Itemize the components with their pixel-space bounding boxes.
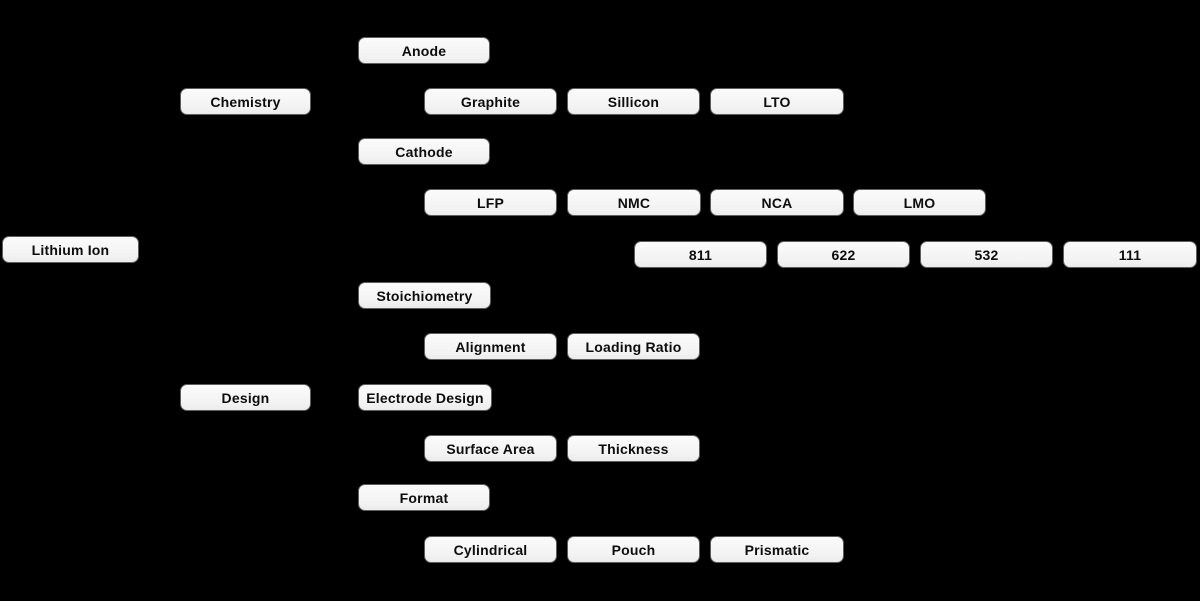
- node-label: NMC: [617, 194, 651, 211]
- node-cylindrical[interactable]: Cylindrical: [424, 536, 557, 563]
- node-label: 532: [974, 246, 999, 263]
- node-label: Sillicon: [607, 93, 660, 110]
- node-label: Chemistry: [210, 93, 281, 110]
- node-lmo[interactable]: LMO: [853, 189, 986, 216]
- node-prismatic[interactable]: Prismatic: [710, 536, 844, 563]
- node-electrode-design[interactable]: Electrode Design: [358, 384, 492, 411]
- node-label: NCA: [761, 194, 793, 211]
- node-lto[interactable]: LTO: [710, 88, 844, 115]
- node-label: Design: [221, 389, 270, 406]
- node-label: 111: [1118, 246, 1142, 263]
- node-ratio-532[interactable]: 532: [920, 241, 1053, 268]
- node-label: 811: [688, 246, 713, 263]
- node-sillicon[interactable]: Sillicon: [567, 88, 700, 115]
- node-label: Cathode: [395, 143, 453, 160]
- node-pouch[interactable]: Pouch: [567, 536, 700, 563]
- node-label: Loading Ratio: [585, 338, 682, 355]
- node-label: Thickness: [598, 440, 669, 457]
- node-label: Prismatic: [744, 541, 810, 558]
- node-nca[interactable]: NCA: [710, 189, 844, 216]
- node-label: 622: [831, 246, 856, 263]
- node-stoichiometry[interactable]: Stoichiometry: [358, 282, 491, 309]
- node-format[interactable]: Format: [358, 484, 490, 511]
- node-thickness[interactable]: Thickness: [567, 435, 700, 462]
- node-label: Stoichiometry: [376, 287, 473, 304]
- node-alignment[interactable]: Alignment: [424, 333, 557, 360]
- node-label: Pouch: [611, 541, 656, 558]
- node-anode[interactable]: Anode: [358, 37, 490, 64]
- node-graphite[interactable]: Graphite: [424, 88, 557, 115]
- node-label: Cylindrical: [453, 541, 528, 558]
- node-design[interactable]: Design: [180, 384, 311, 411]
- node-lfp[interactable]: LFP: [424, 189, 557, 216]
- node-label: Lithium Ion: [31, 241, 110, 258]
- node-ratio-111[interactable]: 111: [1063, 241, 1197, 268]
- node-loading-ratio[interactable]: Loading Ratio: [567, 333, 700, 360]
- node-label: LFP: [476, 194, 505, 211]
- node-label: LTO: [763, 93, 791, 110]
- node-label: LMO: [903, 194, 936, 211]
- node-nmc[interactable]: NMC: [567, 189, 701, 216]
- node-label: Alignment: [455, 338, 526, 355]
- node-surface-area[interactable]: Surface Area: [424, 435, 557, 462]
- node-label: Format: [399, 489, 449, 506]
- node-label: Anode: [401, 42, 447, 59]
- node-ratio-622[interactable]: 622: [777, 241, 910, 268]
- node-label: Surface Area: [446, 440, 535, 457]
- node-label: Electrode Design: [366, 389, 484, 406]
- node-ratio-811[interactable]: 811: [634, 241, 767, 268]
- node-cathode[interactable]: Cathode: [358, 138, 490, 165]
- node-label: Graphite: [460, 93, 521, 110]
- node-chemistry[interactable]: Chemistry: [180, 88, 311, 115]
- node-lithium-ion[interactable]: Lithium Ion: [2, 236, 139, 263]
